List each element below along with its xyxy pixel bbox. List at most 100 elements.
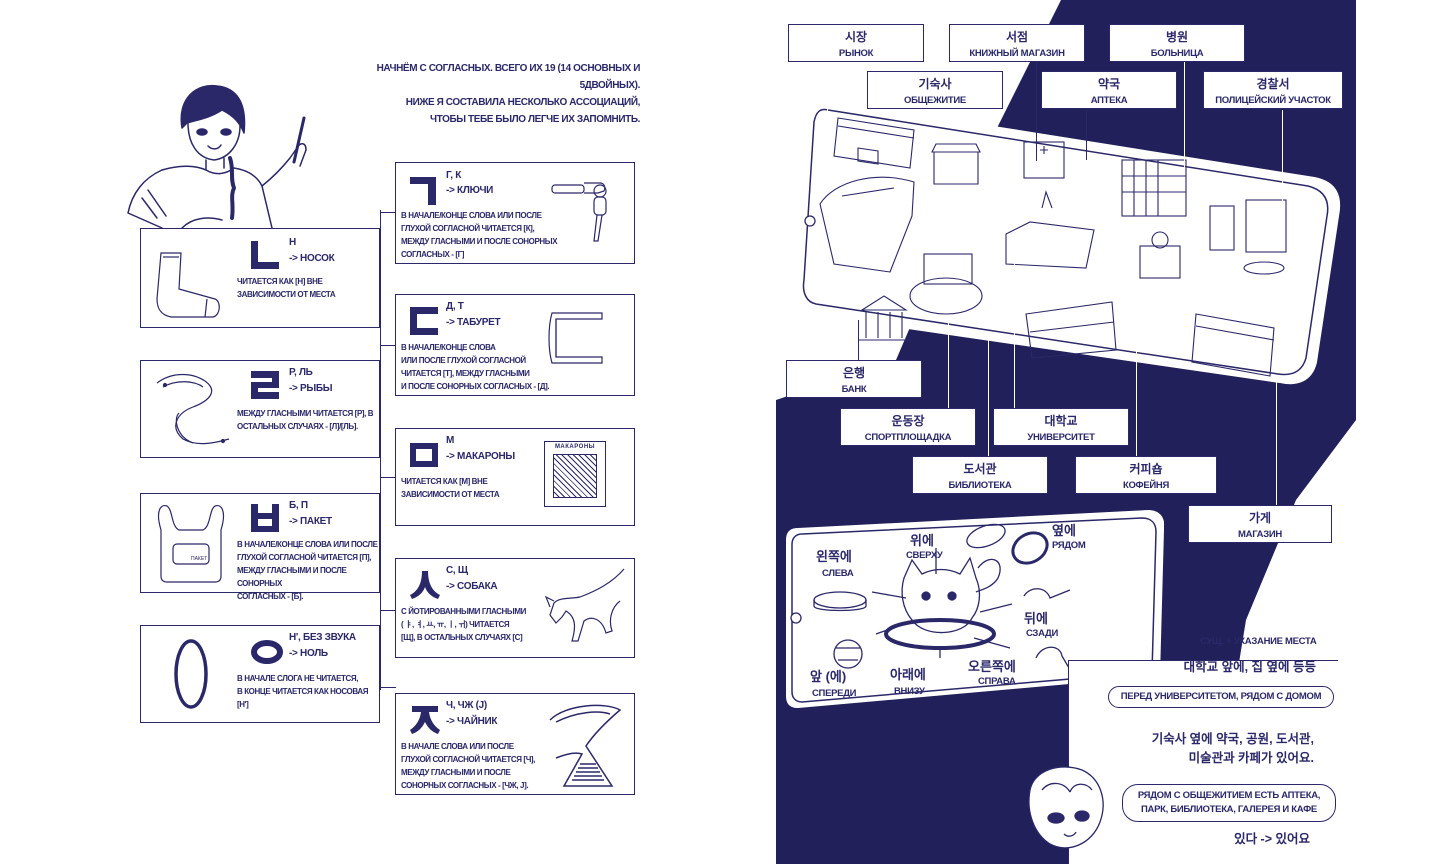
consonant-card-d: Д, Т -> Табурет В начале/конце слова или…	[395, 294, 635, 396]
boy-face-illustration	[1028, 766, 1104, 849]
phone-map-frame	[794, 98, 1341, 385]
position-korean: 오른쪽에	[968, 659, 1016, 674]
romanization: С, Щ	[446, 565, 468, 576]
connector-line	[948, 322, 949, 410]
romanization: М	[446, 435, 455, 446]
connector-line	[988, 335, 989, 457]
rule-line: в конце читается как носовая [н']	[237, 687, 369, 709]
rule-line: или после глухой согласной	[401, 356, 526, 365]
rule-line: между гласными и после	[401, 768, 511, 777]
intro-text: Начнём с согласных. Всего их 19 (14 осно…	[320, 60, 641, 128]
place-russian: Рынок	[838, 48, 874, 59]
jamo-mieum	[410, 443, 438, 467]
mnemonic-word: -> Макароны	[446, 451, 515, 462]
romanization: Б, П	[289, 500, 308, 511]
place-korean: 운동장	[891, 414, 925, 428]
intro-line: Начнём с согласных. Всего их 19 (14 осно…	[376, 63, 641, 91]
rule-line: между гласными и после сонорных	[237, 566, 347, 588]
grammar-note: 있다 -> 있어요	[1234, 832, 1310, 846]
connector-line	[1184, 61, 1185, 171]
connector-line	[380, 212, 396, 213]
pronunciation-rule: Читается как [н] вне зависимости от мест…	[237, 275, 336, 301]
position-korean: 아래에	[890, 667, 926, 682]
rule-line: [щ], в остальных случаях [с]	[401, 633, 523, 642]
place-russian: Спортплощадка	[864, 432, 952, 443]
consonant-card-g: Г, К -> Ключи В начале/конце слова или п…	[395, 162, 635, 264]
place-korean: 대학교	[1044, 414, 1078, 428]
connector-line	[380, 610, 396, 611]
mnemonic-word: -> Пакет	[289, 516, 332, 527]
pronunciation-rule: С йотированными гласными ( ㅑ, ㅕ, ㅛ, ㅠ, ㅣ…	[401, 605, 526, 644]
rule-line: В начале слога не читается,	[237, 674, 359, 683]
consonant-card-n: Н -> Носок Читается как [н] вне зависимо…	[140, 228, 380, 328]
place-russian: Общежитие	[904, 95, 966, 106]
connector-line	[858, 320, 859, 360]
pronunciation-rule: Между гласными читается [р], в остальных…	[237, 407, 374, 433]
place-label-stadium: 운동장 Спортплощадка	[840, 408, 976, 446]
grammar-title: Сущ. + указание места	[1200, 636, 1317, 647]
place-label-dormitory: 기숙사 Общежитие	[867, 71, 1003, 109]
rule-line: ( ㅑ, ㅕ, ㅛ, ㅠ, ㅣ, ㅟ) читается	[401, 620, 510, 629]
mnemonic-word: -> Табурет	[446, 317, 501, 328]
romanization: Р, Ль	[289, 367, 313, 378]
connector-line	[1276, 380, 1277, 505]
example2-korean-line2: 미술관과 카페가 있어요.	[1188, 751, 1314, 765]
pronunciation-rule: В начале/конце слова или после глухой со…	[401, 341, 550, 393]
pronunciation-rule: В начале слога не читается, в конце чита…	[237, 672, 379, 711]
example2-russian-pill: Рядом с общежитием есть аптека, парк, би…	[1122, 784, 1336, 822]
dog-icon	[544, 568, 625, 642]
position-korean: 앞 (에)	[810, 669, 847, 684]
bag-icon: ПАКЕТ	[157, 505, 225, 583]
rule-line: Между гласными читается [р], в	[237, 409, 374, 418]
place-label-library: 도서관 Библиотека	[912, 456, 1048, 494]
position-russian: Сверху	[906, 550, 943, 561]
rule-line: глухой согласной читается [к],	[401, 224, 535, 233]
pronunciation-rule: В начале/конце слова или после глухой со…	[401, 209, 558, 261]
rule-line: согласных - [г]	[401, 250, 465, 259]
jamo-rieul	[251, 371, 279, 399]
connector-line	[1282, 110, 1283, 210]
place-russian: Университет	[1027, 432, 1095, 443]
rule-line: между гласными и после сонорных	[401, 237, 558, 246]
consonant-card-ng: Н', без звука -> Ноль В начале слога не …	[140, 625, 380, 723]
romanization: Д, Т	[446, 301, 464, 312]
fish-icon	[156, 373, 230, 445]
connector-line	[380, 210, 381, 690]
cat-illustration	[813, 523, 1077, 681]
place-label-pharmacy: 약국 Аптека	[1041, 71, 1177, 109]
position-russian: Внизу	[894, 686, 925, 697]
connector-line	[1136, 290, 1137, 457]
example2-korean-line1: 기숙사 옆에 약국, 공원, 도서관,	[1151, 732, 1314, 746]
place-korean: 커피숍	[1129, 462, 1163, 476]
pronunciation-rule: В начале слова или после глухой согласно…	[401, 740, 535, 792]
place-korean: 약국	[1097, 77, 1121, 91]
keys-icon	[551, 182, 607, 242]
position-korean: 왼쪽에	[816, 549, 852, 564]
rule-line: Читается как [м] вне	[401, 477, 488, 486]
romanization: Ч, ЧЖ (J)	[446, 700, 487, 711]
consonant-card-s: С, Щ -> Собака С йотированными гласными …	[395, 558, 635, 658]
map-buildings	[819, 117, 1287, 377]
jamo-bieup	[251, 504, 279, 532]
consonant-card-m: М -> Макароны Читается как [м] вне завис…	[395, 428, 635, 526]
place-label-hospital: 병원 Больница	[1109, 24, 1245, 62]
place-label-police: 경찰서 Полицейский участок	[1203, 71, 1343, 109]
rule-line: зависимости от места	[401, 490, 500, 499]
kettle-icon	[549, 704, 622, 787]
mnemonic-word: -> Рыбы	[289, 383, 333, 394]
position-korean: 옆에	[1052, 523, 1076, 538]
connector-line	[1014, 248, 1015, 410]
rule-line: Читается как [н] вне	[237, 277, 323, 286]
rule-line: В начале слова или после	[401, 742, 514, 751]
place-label-bookstore: 서점 Книжный магазин	[949, 24, 1085, 62]
intro-line: Ниже я составила несколько ассоциаций,	[405, 97, 641, 108]
place-russian: Книжный магазин	[969, 48, 1065, 59]
connector-line	[380, 345, 396, 346]
position-russian: Рядом	[1052, 540, 1086, 551]
place-russian: Магазин	[1238, 529, 1282, 540]
place-russian: Библиотека	[948, 480, 1012, 491]
place-label-bank: 은행 Банк	[786, 360, 922, 398]
pronunciation-rule: В начале/конце слова или после глухой со…	[237, 538, 379, 603]
connector-line	[380, 477, 396, 478]
pill-line: Рядом с общежитием есть аптека,	[1137, 790, 1321, 801]
